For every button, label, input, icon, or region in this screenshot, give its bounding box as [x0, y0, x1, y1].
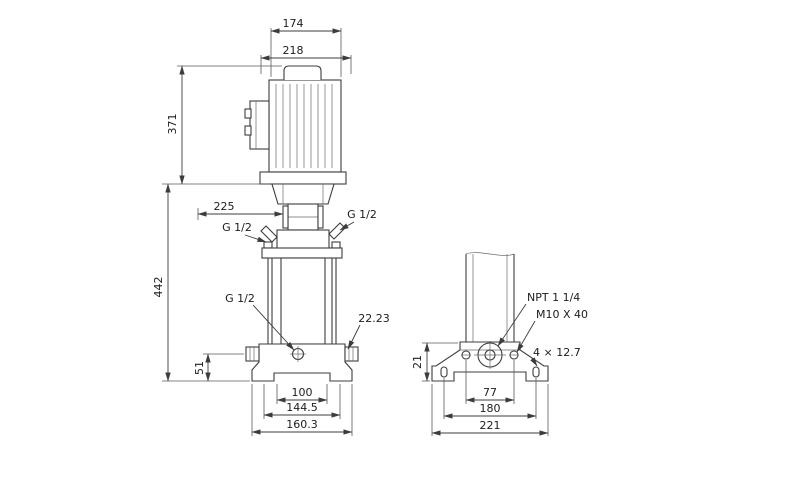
terminal-box-gland-2: [244, 125, 252, 136]
pump-side-view: [244, 65, 359, 382]
label-221: 221: [480, 419, 501, 432]
label-drain-port: G 1/2: [225, 292, 255, 305]
dimension-labels: 174 218 371 225 G 1/2 G 1/2 442 G 1/2 22…: [152, 17, 588, 432]
motor-fins: [275, 84, 333, 168]
column-break-line: [465, 252, 515, 256]
staybolt-nut-right: [331, 241, 341, 249]
leader-port-left: [244, 234, 267, 243]
label-npt: NPT 1 1/4: [527, 291, 580, 304]
label-100: 100: [292, 386, 313, 399]
pump-base: [251, 343, 353, 382]
foot-slot-left: [440, 366, 448, 378]
leader-m10: [516, 320, 536, 353]
port-stub-right: [328, 222, 346, 240]
label-225: 225: [214, 200, 235, 213]
label-77: 77: [483, 386, 497, 399]
label-port-right: G 1/2: [347, 208, 377, 221]
label-144-5: 144.5: [286, 401, 318, 414]
label-51: 51: [193, 361, 206, 375]
motor-flange: [259, 171, 347, 185]
coupling-stud-left: [282, 205, 289, 229]
coupling-stud-right: [317, 205, 324, 229]
label-174: 174: [283, 17, 304, 30]
pump-head: [276, 229, 330, 251]
label-160-3: 160.3: [286, 418, 318, 431]
staybolt-nut-left: [263, 241, 273, 249]
label-port-left: G 1/2: [222, 221, 252, 234]
label-442: 442: [152, 277, 165, 298]
motor-fan-cover-cap: [283, 65, 322, 80]
foot-slot-right: [532, 366, 540, 378]
base-front-view: [431, 252, 549, 382]
label-21: 21: [411, 355, 424, 369]
staybolts: [267, 258, 337, 344]
leader-22-23: [347, 324, 361, 350]
dimension-lines: [165, 28, 549, 436]
terminal-box-gland-1: [244, 108, 252, 119]
pump-column: [465, 254, 515, 342]
label-371: 371: [166, 114, 179, 135]
motor-body: [268, 79, 342, 173]
side-plug-right: [344, 346, 359, 362]
leader-slot: [530, 357, 538, 367]
extension-lines: [162, 28, 549, 436]
label-218: 218: [283, 44, 304, 57]
terminal-box: [249, 100, 270, 150]
label-22-23: 22.23: [358, 312, 390, 325]
chamber-top-flange: [261, 247, 343, 259]
label-180: 180: [480, 402, 501, 415]
leader-drain-port: [252, 304, 295, 351]
label-slot: 4 × 12.7: [533, 346, 581, 359]
motor-stool: [271, 183, 335, 205]
label-m10: M10 X 40: [536, 308, 588, 321]
port-stub-left: [260, 225, 278, 243]
side-plug-left: [245, 346, 260, 362]
leader-port-right: [339, 221, 355, 231]
outer-sleeve: [280, 257, 326, 345]
leader-npt: [497, 303, 527, 347]
